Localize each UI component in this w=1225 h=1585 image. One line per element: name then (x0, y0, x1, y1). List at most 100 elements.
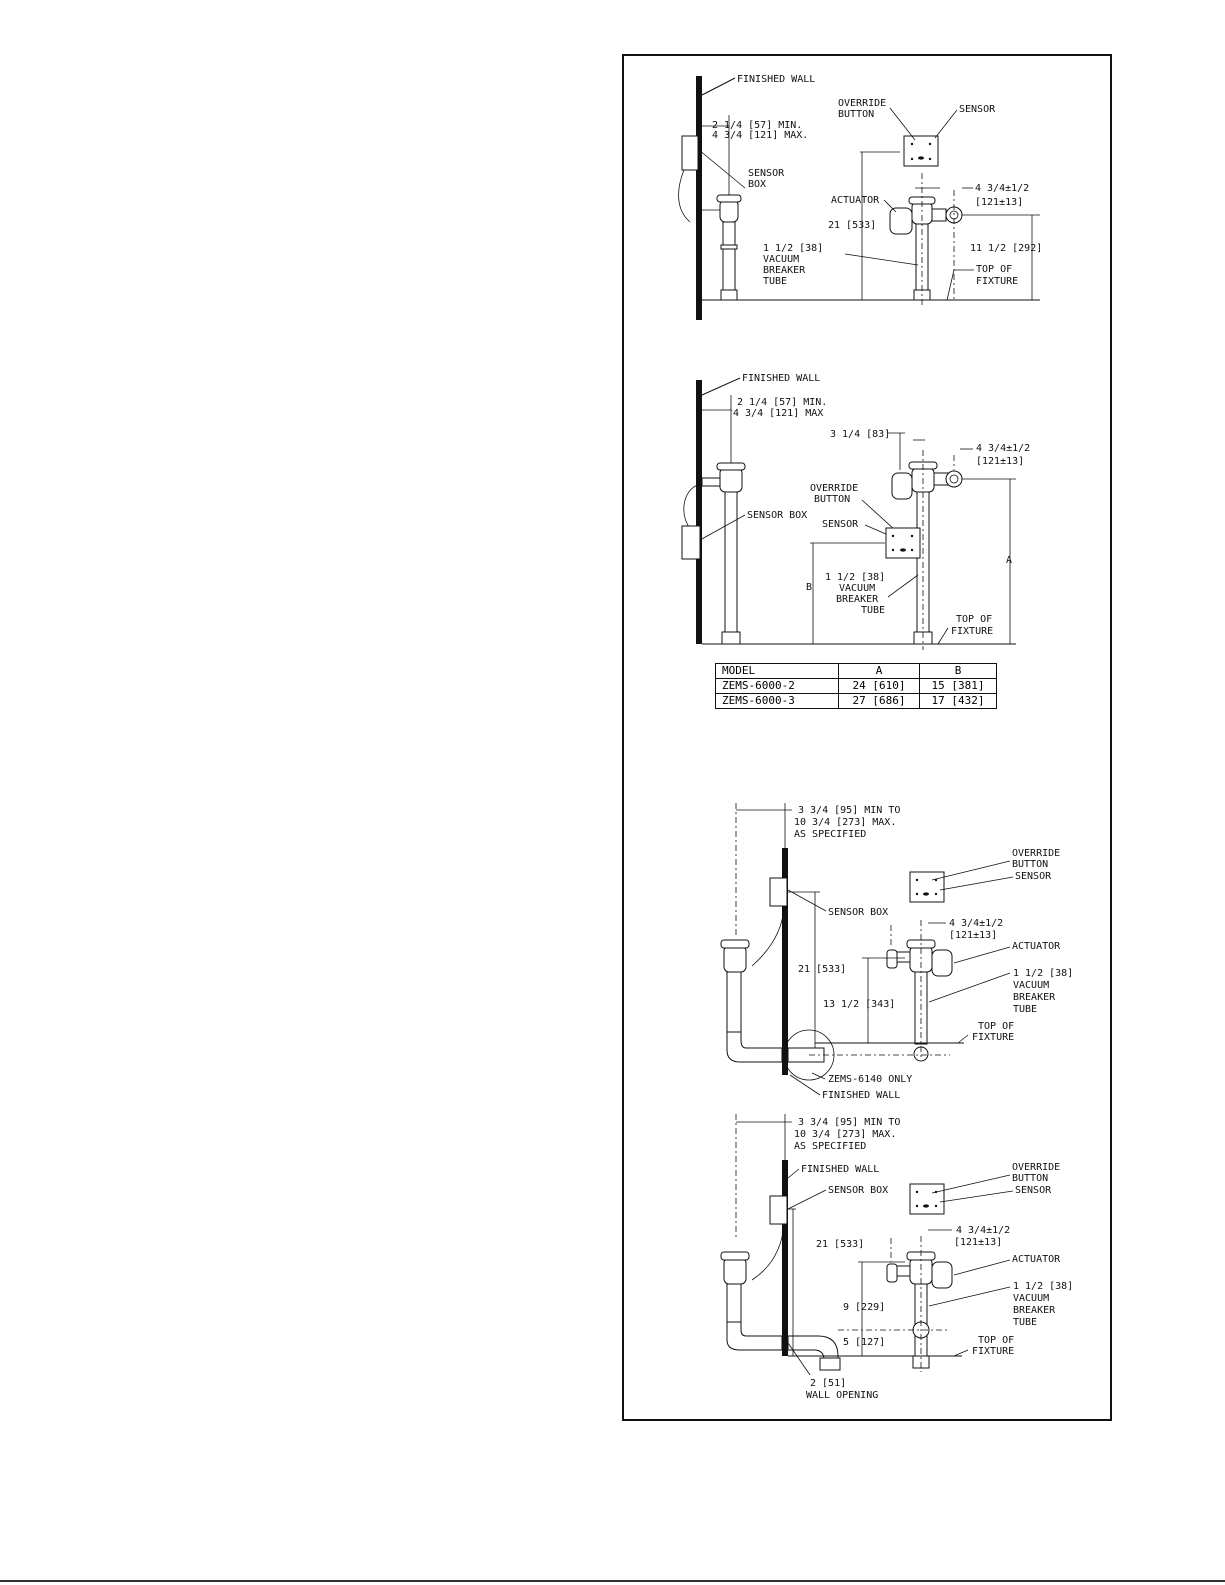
vb-label-3b: VACUUM (1013, 980, 1049, 991)
dim-13-3: 13 1/2 [343] (823, 999, 895, 1010)
dim-4-line1: 3 3/4 [95] MIN TO (798, 1117, 900, 1128)
offset-dim-3a: 4 3/4±1/2 (949, 918, 1003, 929)
vb-label-4c: BREAKER (1013, 1305, 1056, 1316)
wall-opening-4a: 2 [51] (810, 1378, 846, 1389)
dim-21-1: 21 [533] (828, 220, 876, 231)
offset-dim-3b: [121±13] (949, 930, 997, 941)
table-cell-a: 27 [686] (838, 693, 920, 709)
offset-dim-1b: [121±13] (975, 197, 1023, 208)
dim-21-3: 21 [533] (798, 964, 846, 975)
actuator-3 (931, 949, 953, 977)
table-cell-b: 17 [432] (919, 693, 997, 709)
dim-5-4: 5 [127] (843, 1337, 885, 1348)
wall-opening-4b: WALL OPENING (806, 1390, 878, 1401)
override-label-2a: OVERRIDE (810, 483, 858, 494)
vb-label-3c: BREAKER (1013, 992, 1056, 1003)
vb-label-1d: TUBE (763, 276, 787, 287)
finished-wall-1 (696, 76, 702, 320)
vb-label-2d: TUBE (861, 605, 885, 616)
sensor-box-2 (681, 525, 701, 560)
override-label-2b: BUTTON (814, 494, 850, 505)
table-row: ZEMS-6000-3 27 [686] 17 [432] (715, 693, 997, 709)
actuator-2 (891, 472, 913, 500)
offset-dim-4a: 4 3/4±1/2 (956, 1225, 1010, 1236)
top-fixture-1a: TOP OF (976, 264, 1012, 275)
offset-dim-2a: 4 3/4±1/2 (976, 443, 1030, 454)
dim-3-2: 3 1/4 [83] (830, 429, 890, 440)
wall-clearance-dim-2: 4 3/4 [121] MAX. (712, 130, 808, 141)
offset-dim-2b: [121±13] (976, 456, 1024, 467)
table-header-model: MODEL (715, 663, 839, 679)
figure-frame (622, 54, 1112, 1421)
finished-wall-4 (782, 1160, 788, 1356)
finished-wall-label: FINISHED WALL (737, 74, 815, 85)
sensor-box-3 (769, 877, 788, 907)
sensor-label-4: SENSOR (1015, 1185, 1052, 1196)
sensor-plate-2 (885, 527, 921, 559)
figure-4: 3 3/4 [95] MIN TO 10 3/4 [273] MAX. AS S… (720, 1114, 1073, 1401)
label-a: A (1006, 555, 1012, 566)
table-cell-model: ZEMS-6000-2 (715, 678, 839, 694)
table-cell-model: ZEMS-6000-3 (715, 693, 839, 709)
actuator-label-1: ACTUATOR (831, 195, 880, 206)
vb-label-2a: 1 1/2 [38] (825, 572, 885, 583)
sensor-box-label-4: SENSOR BOX (828, 1185, 888, 1196)
vb-label-2b: VACUUM (839, 583, 875, 594)
sensor-plate-3 (909, 871, 945, 903)
dim-21-4: 21 [533] (816, 1239, 864, 1250)
dim-3-line3: AS SPECIFIED (794, 829, 866, 840)
wall-dim-2a: 2 1/4 [57] MIN. (737, 397, 827, 408)
sensor-box-4 (769, 1195, 788, 1225)
dim-3-line2: 10 3/4 [273] MAX. (794, 817, 896, 828)
table-header-a: A (838, 663, 920, 679)
vb-label-3d: TUBE (1013, 1004, 1037, 1015)
page-bottom-rule (0, 1580, 1225, 1582)
override-label-4b: BUTTON (1012, 1173, 1048, 1184)
table-row: ZEMS-6000-2 24 [610] 15 [381] (715, 678, 997, 694)
override-label-4a: OVERRIDE (1012, 1162, 1060, 1173)
top-fixture-3b: FIXTURE (972, 1032, 1014, 1043)
finished-wall-2 (696, 380, 702, 644)
wall-clearance-dim-1: 2 1/4 [57] MIN. (712, 120, 802, 131)
override-label-3b: BUTTON (1012, 859, 1048, 870)
sensor-label-1: SENSOR (959, 104, 996, 115)
dim-4-line3: AS SPECIFIED (794, 1141, 866, 1152)
dim-3-line1: 3 3/4 [95] MIN TO (798, 805, 900, 816)
dim-9-4: 9 [229] (843, 1302, 885, 1313)
model-note-3: ZEMS-6140 ONLY (828, 1074, 912, 1085)
sensor-plate-1 (903, 135, 939, 167)
top-fixture-2b: FIXTURE (951, 626, 993, 637)
vb-label-4d: TUBE (1013, 1317, 1037, 1328)
sensor-box-1 (681, 135, 699, 171)
dim-11-1: 11 1/2 [292] (970, 243, 1042, 254)
top-fixture-1b: FIXTURE (976, 276, 1018, 287)
top-fixture-2a: TOP OF (956, 614, 992, 625)
vb-label-1a: 1 1/2 [38] (763, 243, 823, 254)
table-header-row: MODEL A B (715, 663, 997, 679)
offset-dim-1a: 4 3/4±1/2 (975, 183, 1029, 194)
actuator-1 (889, 207, 913, 235)
vb-label-4b: VACUUM (1013, 1293, 1049, 1304)
sensor-box-label-2: BOX (748, 179, 766, 190)
vb-label-4a: 1 1/2 [38] (1013, 1281, 1073, 1292)
actuator-label-4: ACTUATOR (1012, 1254, 1061, 1265)
label-b: B (806, 582, 812, 593)
model-dimension-table: MODEL A B ZEMS-6000-2 24 [610] 15 [381] … (715, 663, 997, 709)
wall-dim-2b: 4 3/4 [121] MAX (733, 408, 823, 419)
finished-wall-label-4: FINISHED WALL (801, 1164, 879, 1175)
sensor-box-label-3: SENSOR BOX (828, 907, 888, 918)
vb-label-1b: VACUUM (763, 254, 799, 265)
override-label-1: OVERRIDE (838, 98, 886, 109)
vb-label-3a: 1 1/2 [38] (1013, 968, 1073, 979)
sensor-label-2: SENSOR (822, 519, 859, 530)
top-fixture-4b: FIXTURE (972, 1346, 1014, 1357)
figure-2: FINISHED WALL 2 1/4 [57] MIN. 4 3/4 [121… (681, 373, 1030, 650)
top-fixture-3a: TOP OF (978, 1021, 1014, 1032)
sensor-box-label-1: SENSOR (748, 168, 785, 179)
table-cell-b: 15 [381] (919, 678, 997, 694)
finished-wall-3 (782, 848, 788, 1075)
finished-wall-label-3: FINISHED WALL (822, 1090, 900, 1101)
sensor-box-label-2: SENSOR BOX (747, 510, 807, 521)
vb-label-1c: BREAKER (763, 265, 806, 276)
